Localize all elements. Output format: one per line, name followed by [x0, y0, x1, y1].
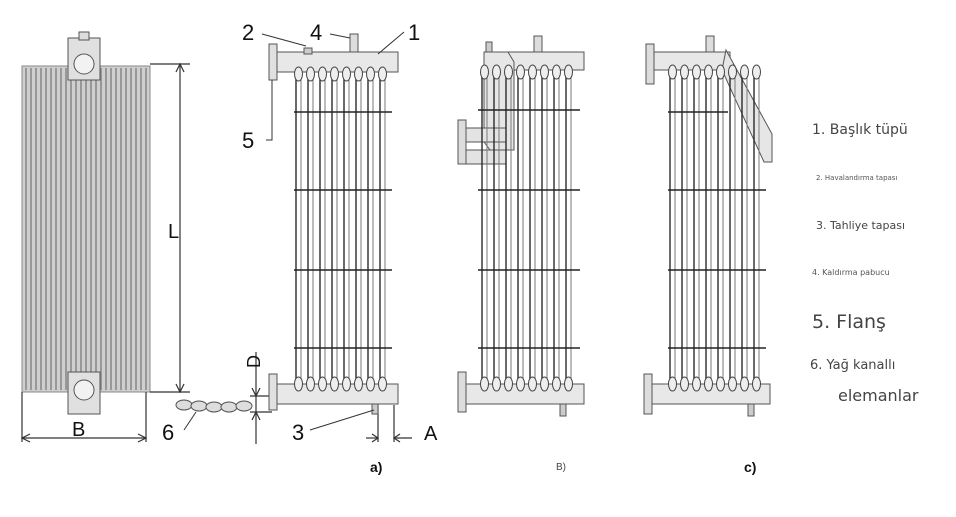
tube-loop [306, 376, 315, 392]
callout-leaders [183, 31, 405, 431]
tube-loop [528, 376, 537, 392]
legend-item-oil-channel-line2: elemanlar [838, 386, 919, 405]
tube-loop [564, 376, 573, 392]
side-view-radiator [21, 31, 151, 415]
tube-loop [752, 64, 761, 80]
tube-loop [366, 376, 375, 392]
tube-loop [668, 376, 677, 392]
tube-loop [342, 376, 351, 392]
dim-label-D: D [244, 355, 264, 368]
tube-loop [492, 376, 501, 392]
tube-loop [680, 376, 689, 392]
tube-loop [728, 64, 737, 80]
tube-loop [318, 376, 327, 392]
tube-loop [564, 64, 573, 80]
tube-loop [480, 64, 489, 80]
label-6: 6 [162, 420, 174, 445]
tube-loop [378, 376, 387, 392]
tube-loop [504, 64, 513, 80]
tube-loop [294, 376, 303, 392]
tube-loop [552, 376, 561, 392]
radiator-variant-c [643, 35, 773, 417]
dim-label-A: A [424, 423, 438, 445]
tube-loop [704, 376, 713, 392]
tube-loop [740, 376, 749, 392]
tube-loop [492, 64, 501, 80]
legend-item-vent-plug: 2. Havalandırma tapası [816, 174, 898, 182]
label-2: 2 [242, 20, 254, 45]
label-4: 4 [310, 20, 322, 45]
legend: 1. Başlık tüpü 2. Havalandırma tapası 3.… [806, 0, 956, 517]
tube-loop [354, 66, 363, 82]
label-5: 5 [242, 128, 254, 153]
oil-channel-elements [175, 399, 253, 413]
tube-loop [680, 64, 689, 80]
variant-label-a: a) [370, 459, 382, 475]
legend-item-flange: 5. Flanş [812, 311, 886, 333]
tube-loop [342, 66, 351, 82]
dim-label-B: B [72, 419, 85, 441]
dimension-lines [20, 62, 412, 444]
variant-label-b: B) [556, 462, 566, 473]
radiator-variant-b [457, 35, 585, 417]
tube-loop [516, 64, 525, 80]
tube-loop [306, 66, 315, 82]
tube-loop [528, 64, 537, 80]
dim-label-L: L [168, 221, 179, 243]
legend-item-header-tube: 1. Başlık tüpü [812, 122, 908, 138]
tube-loop [716, 376, 725, 392]
tube-loop [728, 376, 737, 392]
tube-loop [504, 376, 513, 392]
tube-loop [366, 66, 375, 82]
tube-loop [692, 64, 701, 80]
legend-item-drain-plug: 3. Tahliye tapası [816, 219, 906, 232]
tube-loop [516, 376, 525, 392]
tube-loop [668, 64, 677, 80]
tube-loop [330, 376, 339, 392]
tube-loop [552, 64, 561, 80]
tube-loop [294, 66, 303, 82]
label-3: 3 [292, 420, 304, 445]
legend-item-lifting-lug: 4. Kaldırma pabucu [812, 268, 890, 277]
radiator-variant-a [268, 33, 399, 415]
variant-label-c: c) [744, 459, 756, 475]
tube-loop [318, 66, 327, 82]
tube-loop [540, 64, 549, 80]
tube-loop [540, 376, 549, 392]
tube-loop [716, 64, 725, 80]
legend-item-oil-channel-line1: 6. Yağ kanallı [810, 358, 896, 373]
tube-loop [740, 64, 749, 80]
tube-loop [378, 66, 387, 82]
tube-loop [704, 64, 713, 80]
callout-labels: 2 4 1 5 3 6 L B D A a) B) c) [72, 20, 756, 475]
tube-loop [692, 376, 701, 392]
tube-loop [752, 376, 761, 392]
tube-loop [354, 376, 363, 392]
tube-loop [330, 66, 339, 82]
label-1: 1 [408, 20, 420, 45]
tube-loop [480, 376, 489, 392]
